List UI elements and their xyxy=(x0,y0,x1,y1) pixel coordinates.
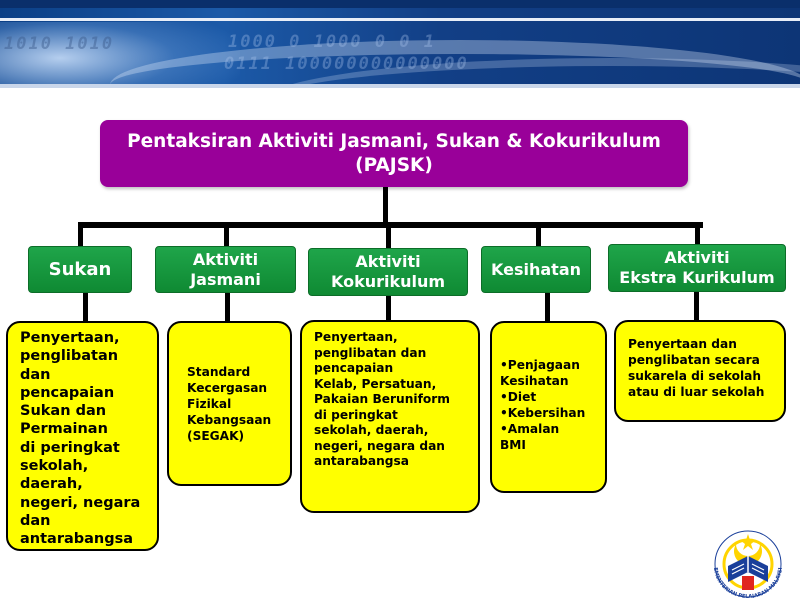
detail-aktiviti-jasmani-text: Standard Kecergasan Fizikal Kebangsaan (… xyxy=(187,365,272,443)
detail-aktiviti-kokurikulum-text: Penyertaan, penglibatan dan pencapaian K… xyxy=(314,330,450,468)
connector-jasmani-detail xyxy=(225,293,230,321)
banner-binary-mid2: 0111 100000000000000 xyxy=(224,54,469,74)
detail-aktiviti-jasmani: Standard Kecergasan Fizikal Kebangsaan (… xyxy=(167,321,292,486)
connector-ekstra xyxy=(695,222,700,244)
category-aktiviti-kokurikulum: Aktiviti Kokurikulum xyxy=(308,248,468,296)
banner-binary-left: 1010 1010 xyxy=(4,34,115,54)
category-sukan-label: Sukan xyxy=(48,258,112,280)
category-aktiviti-kokurikulum-label: Aktiviti Kokurikulum xyxy=(330,252,446,291)
banner-bottom-line xyxy=(0,84,800,88)
category-aktiviti-ekstra-kurikulum: Aktiviti Ekstra Kurikulum xyxy=(608,244,786,292)
category-aktiviti-jasmani: Aktiviti Jasmani xyxy=(155,246,296,293)
list-item: •Amalan BMI xyxy=(500,422,560,452)
list-item: •Penjagaan Kesihatan xyxy=(500,358,580,388)
connector-jasmani xyxy=(224,222,229,246)
connector-sukan-detail xyxy=(83,293,88,321)
banner-binary-mid: 1000 0 1000 0 0 1 xyxy=(228,32,436,52)
banner-wave-secondary xyxy=(260,58,800,88)
diagram-title: Pentaksiran Aktiviti Jasmani, Sukan & Ko… xyxy=(127,130,661,176)
connector-kesihatan xyxy=(536,222,541,246)
detail-sukan: Penyertaan, penglibatan dan pencapaian S… xyxy=(6,321,159,551)
ministry-logo: KEMENTERIAN PELAJARAN MALAYSIA xyxy=(702,522,792,600)
list-item: •Diet xyxy=(500,390,537,404)
detail-aktiviti-ekstra-kurikulum: Penyertaan dan penglibatan secara sukare… xyxy=(614,320,786,422)
header-banner: 1010 1010 1000 0 1000 0 0 1 0111 1000000… xyxy=(0,0,800,88)
category-kesihatan-label: Kesihatan xyxy=(491,259,581,279)
connector-ekstra-detail xyxy=(694,292,699,320)
connector-sukan xyxy=(78,222,83,246)
banner-top-strip xyxy=(0,0,800,8)
category-kesihatan: Kesihatan xyxy=(481,246,591,293)
title-connector xyxy=(383,187,388,224)
connector-kokurikulum xyxy=(386,222,391,248)
connector-kesihatan-detail xyxy=(545,293,550,321)
connector-kokurikulum-detail xyxy=(386,296,391,322)
detail-sukan-text: Penyertaan, penglibatan dan pencapaian S… xyxy=(20,330,141,548)
category-aktiviti-ekstra-kurikulum-label: Aktiviti Ekstra Kurikulum xyxy=(619,248,775,287)
banner-white-line xyxy=(0,18,800,21)
category-sukan: Sukan xyxy=(28,246,132,293)
diagram-title-box: Pentaksiran Aktiviti Jasmani, Sukan & Ko… xyxy=(100,120,688,187)
detail-aktiviti-ekstra-kurikulum-text: Penyertaan dan penglibatan secara sukare… xyxy=(628,337,765,399)
detail-kesihatan-list: •Penjagaan Kesihatan •Diet •Kebersihan •… xyxy=(500,357,601,453)
category-aktiviti-jasmani-label: Aktiviti Jasmani xyxy=(190,249,261,289)
detail-kesihatan: •Penjagaan Kesihatan •Diet •Kebersihan •… xyxy=(490,321,607,493)
ministry-crest-icon: KEMENTERIAN PELAJARAN MALAYSIA xyxy=(702,522,784,600)
list-item: •Kebersihan xyxy=(500,406,586,420)
detail-aktiviti-kokurikulum: Penyertaan, penglibatan dan pencapaian K… xyxy=(300,320,480,513)
